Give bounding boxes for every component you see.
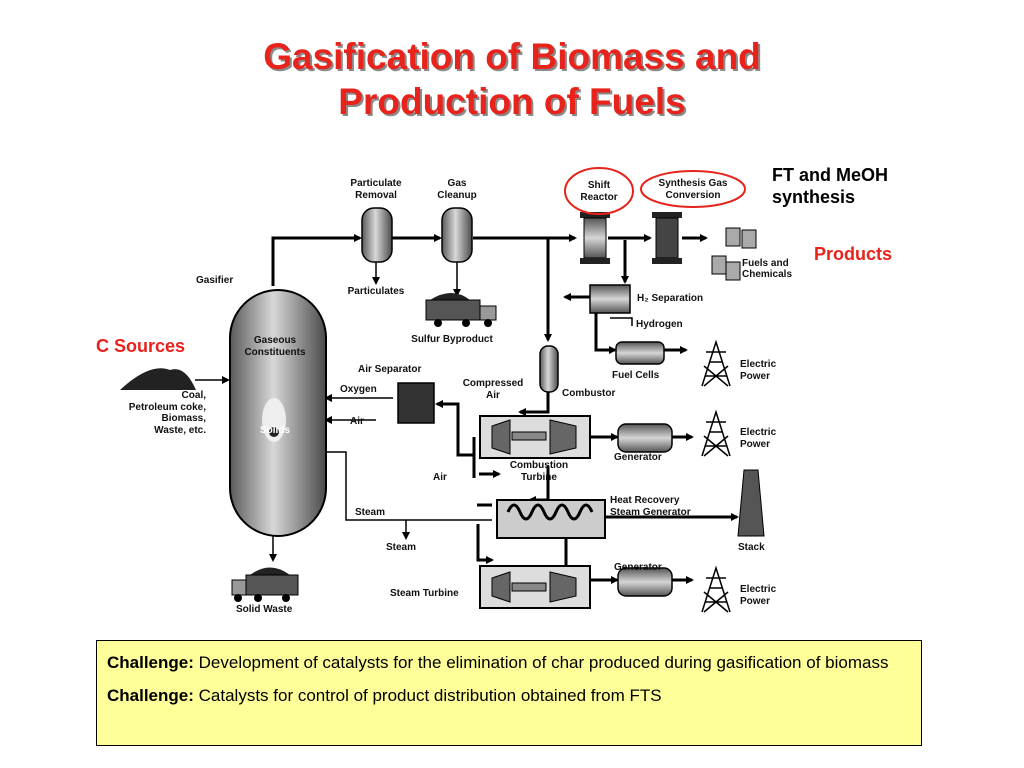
label-heat-recovery-2: Steam Generator [610,507,691,518]
label-shift-1: Shift [588,180,611,191]
challenge-1-label: Challenge: [107,653,194,672]
challenge-2-label: Challenge: [107,686,194,705]
products-annotation: Products [814,244,893,264]
label-solids: Solids [260,425,290,436]
label-oxygen: Oxygen [340,384,377,395]
power-tower-icon-3 [701,565,731,613]
label-particulate-2: Removal [355,190,397,201]
gas-cleanup-vessel [441,207,473,263]
challenge-box: Challenge: Development of catalysts for … [96,640,922,746]
title-line-2: Production of Fuels [338,81,686,122]
label-synthesis-2: Conversion [665,190,720,201]
slide-title: Gasification of Biomass and Production o… [0,34,1024,124]
solid-waste-truck-icon [231,567,299,602]
label-solid-waste: Solid Waste [236,604,293,615]
label-feed-1: Coal, [182,390,207,401]
stack-icon [737,469,765,537]
shift-reactor [580,212,610,264]
label-generator-1: Generator [614,452,662,463]
label-shift-2: Reactor [580,192,617,203]
label-combustor: Combustor [562,388,615,399]
label-steam-2: Steam [386,542,416,553]
label-feed-3: Biomass, [162,413,207,424]
particulate-removal-vessel [361,207,393,263]
fuel-cells-unit [615,341,665,365]
coal-pile-icon [120,368,196,390]
label-synthesis-1: Synthesis Gas [659,178,728,189]
challenge-2-text: Catalysts for control of product distrib… [193,686,662,705]
label-air-separator: Air Separator [358,364,421,375]
label-particulates: Particulates [348,286,405,297]
ft-meoh-annotation: FT and MeOH synthesis [772,164,888,208]
power-tower-icon-2 [701,409,731,457]
thin-flow-lines [195,262,633,562]
label-generator-2: Generator [614,562,662,573]
label-electric-2: Electric [740,427,777,438]
heat-recovery-steam-generator [496,499,606,539]
label-gas-cleanup-1: Gas [448,178,467,189]
label-electric-1: Electric [740,359,777,370]
challenge-2: Challenge: Catalysts for control of prod… [107,684,911,707]
synthesis-gas-highlight [640,170,746,208]
sulfur-truck-icon [425,293,497,327]
ft-meoh-line-2: synthesis [772,187,856,207]
challenge-1-text: Development of catalysts for the elimina… [193,653,889,672]
ft-meoh-line-1: FT and MeOH [772,165,888,185]
label-power-3: Power [740,596,770,607]
label-combustion-1: Combustion [510,460,568,471]
gasifier-vessel [229,289,327,537]
label-power-1: Power [740,371,770,382]
c-sources-annotation: C Sources [96,336,186,356]
label-feed-2: Petroleum coke, [129,402,206,413]
label-compressed-1: Compressed [463,378,524,389]
label-gaseous-2: Constituents [244,347,306,358]
label-steam-turbine: Steam Turbine [390,588,459,599]
challenge-1: Challenge: Development of catalysts for … [107,651,911,674]
shift-reactor-highlight [564,167,634,215]
label-steam-1: Steam [355,507,385,518]
label-air-1: Air [350,416,364,427]
power-tower-icon-1 [701,339,731,387]
generator-unit-1 [617,423,673,453]
label-gaseous-1: Gaseous [254,335,297,346]
fuel-barrels-icon [711,227,757,281]
label-h2-separation: H₂ Separation [637,293,703,304]
synthesis-gas-reactor [652,212,682,264]
steam-turbine [479,565,591,609]
label-heat-recovery-1: Heat Recovery [610,495,680,506]
label-fuel-cells: Fuel Cells [612,370,660,381]
combustion-turbine [479,415,591,459]
label-sulfur-byproduct: Sulfur Byproduct [411,334,493,345]
label-combustion-2: Turbine [521,472,557,483]
label-fuels-2: Chemicals [742,269,792,280]
diagram-labels: Gasifier Gaseous Constituents Solids Coa… [129,178,793,615]
air-separator-unit [397,382,435,424]
label-feed-4: Waste, etc. [154,425,206,436]
label-gasifier: Gasifier [196,275,233,286]
label-gas-cleanup-2: Cleanup [437,190,476,201]
label-fuels-1: Fuels and [742,258,789,269]
label-power-2: Power [740,439,770,450]
label-stack: Stack [738,542,765,553]
label-hydrogen: Hydrogen [636,319,683,330]
title-line-1: Gasification of Biomass and [263,36,761,77]
label-air-2: Air [433,472,447,483]
h2-separation-unit [589,284,631,314]
combustor-vessel [539,345,559,393]
generator-unit-2 [617,567,673,597]
label-compressed-2: Air [486,390,500,401]
label-particulate-1: Particulate [350,178,402,189]
label-electric-3: Electric [740,584,777,595]
